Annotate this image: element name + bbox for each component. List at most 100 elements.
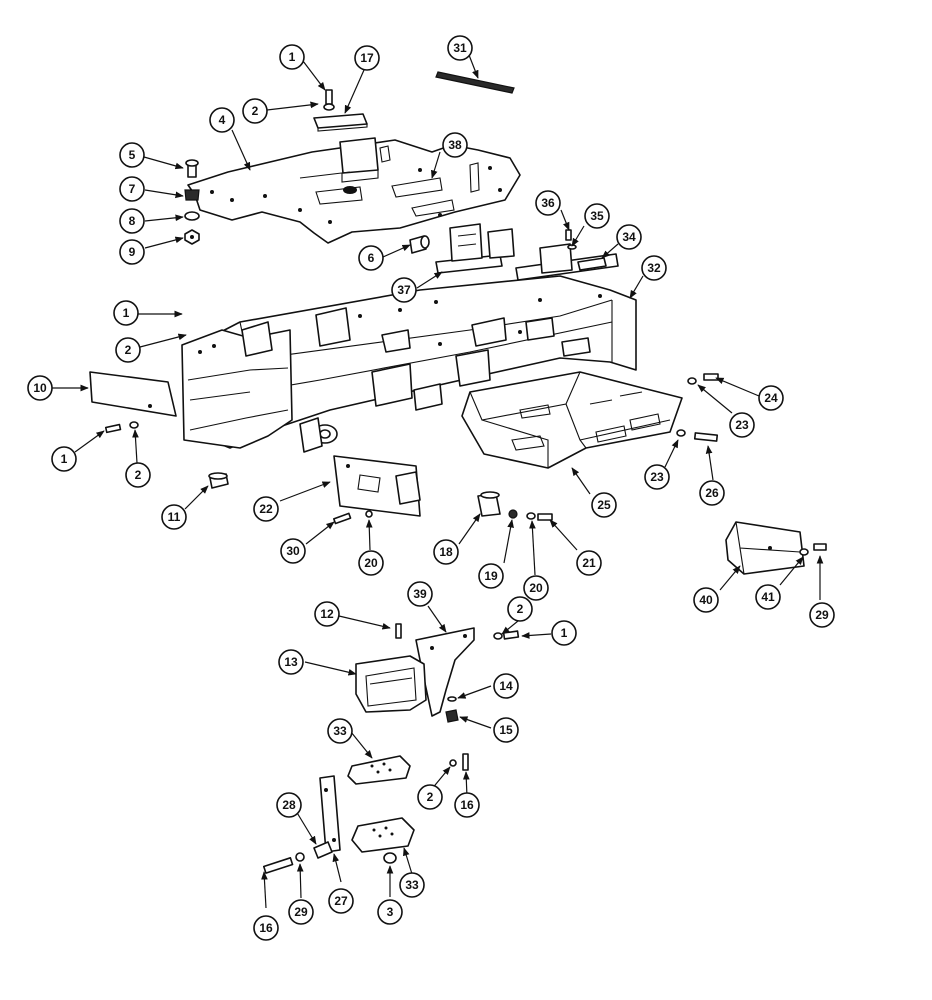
callout-27: 27 [328,888,354,914]
svg-text:2: 2 [125,343,132,357]
callout-33: 33 [327,718,353,744]
pad-11-part [208,472,229,489]
callout-2: 2 [507,596,533,622]
svg-text:18: 18 [439,545,453,559]
callout-2: 2 [125,462,151,488]
svg-text:21: 21 [582,556,596,570]
svg-text:31: 31 [453,41,467,55]
callout-11: 11 [161,504,187,530]
svg-text:29: 29 [815,608,829,622]
callout-14: 14 [493,673,519,699]
svg-text:33: 33 [405,878,419,892]
bar-27-part [319,775,341,853]
svg-text:13: 13 [284,655,298,669]
callout-16: 16 [454,792,480,818]
svg-text:6: 6 [368,251,375,265]
callout-23: 23 [729,412,755,438]
svg-text:40: 40 [699,593,713,607]
callout-21: 21 [576,550,602,576]
svg-text:33: 33 [333,724,347,738]
callout-28: 28 [276,792,302,818]
svg-text:10: 10 [33,381,47,395]
bushing-part [409,235,430,254]
callout-40: 40 [693,587,719,613]
svg-text:27: 27 [334,894,348,908]
svg-text:34: 34 [622,230,636,244]
step-plate-part [461,371,683,469]
svg-text:4: 4 [219,113,226,127]
svg-text:41: 41 [761,590,775,604]
callout-31: 31 [447,35,473,61]
leader-lines [52,54,824,909]
callout-20: 20 [358,550,384,576]
svg-text:1: 1 [123,306,130,320]
callout-9: 9 [119,239,145,265]
front-screw-part [104,421,139,434]
top-screw-part [323,89,335,111]
front-plate-part [89,371,177,417]
svg-text:7: 7 [129,182,136,196]
block-40-part [725,521,827,575]
svg-text:14: 14 [499,679,513,693]
callout-37: 37 [391,277,417,303]
bracket-bolt-part [332,510,373,525]
svg-text:23: 23 [650,470,664,484]
housing-13-part [355,655,427,713]
callout-23: 23 [644,464,670,490]
svg-text:16: 16 [460,798,474,812]
mount-bracket-34-part [515,229,619,281]
callout-3: 3 [377,899,403,925]
callout-6: 6 [358,245,384,271]
callout-13: 13 [278,649,304,675]
callout-8: 8 [119,208,145,234]
callout-41: 41 [755,584,781,610]
svg-text:37: 37 [397,283,411,297]
hardware-stack-part [184,159,200,245]
side-bracket-part [333,455,421,517]
callout-15: 15 [493,717,519,743]
svg-text:30: 30 [286,544,300,558]
svg-text:36: 36 [541,196,555,210]
callout-1: 1 [551,620,577,646]
floor-plate-part [187,137,521,244]
main-frame-part [181,275,637,453]
callout-19: 19 [478,563,504,589]
svg-text:1: 1 [61,452,68,466]
svg-text:22: 22 [259,502,273,516]
svg-text:38: 38 [448,138,462,152]
callout-34: 34 [616,224,642,250]
svg-text:5: 5 [129,148,136,162]
cover-plate-part [313,113,368,132]
callout-35: 35 [584,203,610,229]
svg-text:1: 1 [561,626,568,640]
svg-text:3: 3 [387,905,394,919]
callout-29: 29 [809,602,835,628]
svg-text:2: 2 [135,468,142,482]
svg-text:15: 15 [499,723,513,737]
mount-bracket-37-part [435,223,515,274]
callout-24: 24 [758,385,784,411]
callout-32: 32 [641,255,667,281]
lower-bolt-part [449,753,469,771]
svg-text:39: 39 [413,587,427,601]
callout-5: 5 [119,142,145,168]
svg-text:16: 16 [259,921,273,935]
svg-text:12: 12 [320,607,334,621]
callout-33: 33 [399,872,425,898]
callout-26: 26 [699,480,725,506]
svg-text:19: 19 [484,569,498,583]
callout-1: 1 [279,44,305,70]
nut-washer-part [445,696,459,723]
parts [89,71,827,874]
svg-text:2: 2 [427,790,434,804]
callout-16: 16 [253,915,279,941]
svg-text:17: 17 [360,51,374,65]
callout-36: 36 [535,190,561,216]
callout-1: 1 [113,300,139,326]
callout-39: 39 [407,581,433,607]
callout-38: 38 [442,132,468,158]
svg-text:20: 20 [364,556,378,570]
step-hardware-part [676,373,719,442]
svg-text:2: 2 [252,104,259,118]
